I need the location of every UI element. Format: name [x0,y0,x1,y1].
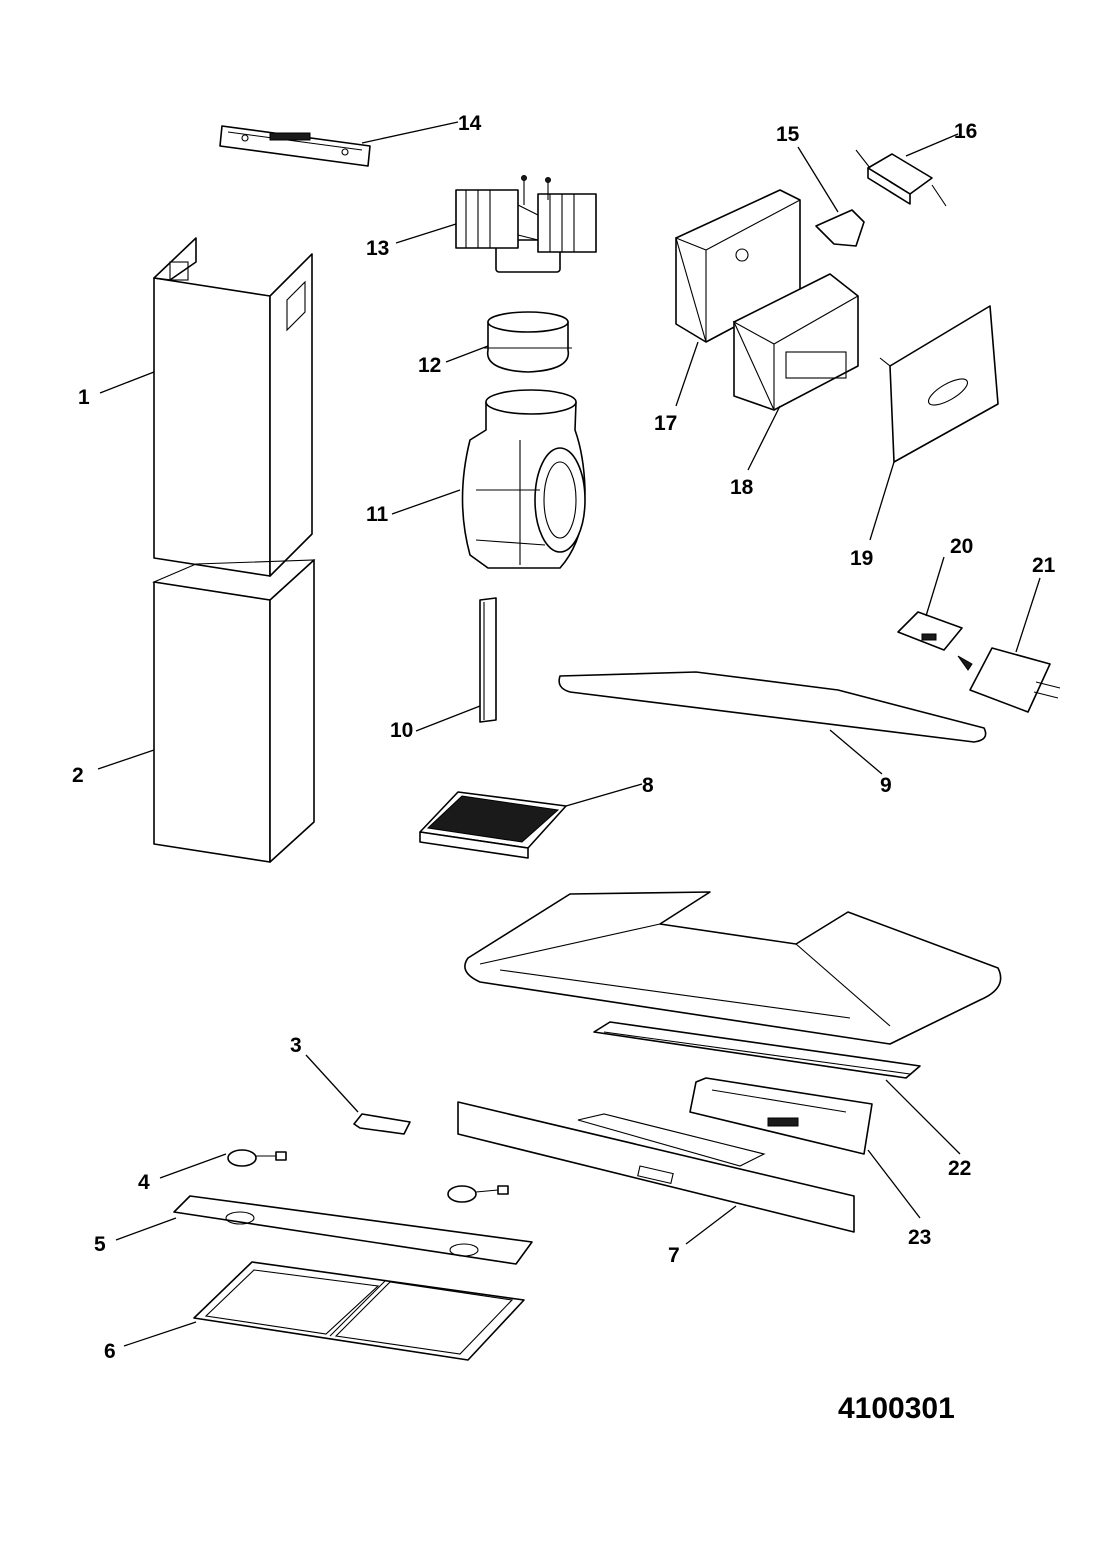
part-16-terminal-block [855,149,947,207]
callout-4: 4 [138,1171,150,1194]
part-1-upper-chimney [153,237,313,577]
part-2-lower-chimney [152,559,316,863]
part-12-duct-adapter [484,311,572,373]
part-7-front-panel [457,1101,855,1233]
part-11-blower-housing [461,389,586,569]
callout-22: 22 [948,1157,971,1180]
leader-lines [97,121,1041,1347]
callout-23: 23 [908,1226,931,1249]
callout-14: 14 [458,112,482,135]
callout-7: 7 [668,1244,680,1267]
hood-canopy [464,891,1002,1045]
callout-17: 17 [654,412,677,435]
part-10-support-bar [479,597,497,723]
callout-1: 1 [78,386,90,409]
callout-8: 8 [642,774,654,797]
callout-15: 15 [776,123,800,146]
part-9-side-bracket [558,671,987,743]
part-13-motor-assembly [455,175,597,273]
callout-5: 5 [94,1233,106,1256]
part-6-filter-frame [193,1261,525,1361]
part-15-clip [815,209,865,247]
part-14-mounting-bracket [219,125,371,167]
callout-16: 16 [954,120,977,143]
callout-18: 18 [730,476,754,499]
callout-12: 12 [418,354,441,377]
part-22-light-rail [593,1021,921,1079]
callout-11: 11 [366,503,389,526]
part-8-filter [419,791,567,859]
part-4-lamps [227,1149,509,1203]
part-23-control-pcb [689,1077,873,1155]
part-3-holder [353,1113,411,1135]
callout-13: 13 [366,237,389,260]
callout-3: 3 [290,1034,302,1057]
callout-6: 6 [104,1340,116,1363]
part-19-mounting-plate [879,305,999,463]
part-21-control-module [969,647,1061,713]
callout-2: 2 [72,764,84,787]
callout-20: 20 [950,535,973,558]
arrow-icon [957,655,973,671]
document-number: 4100301 [838,1392,955,1425]
callout-labels: 1 2 3 4 5 6 7 8 9 10 11 12 13 14 15 16 1… [72,112,1056,1363]
callout-9: 9 [880,774,892,797]
part-5-lamp-panel [173,1195,533,1265]
callout-19: 19 [850,547,873,570]
callout-10: 10 [390,719,413,742]
callout-21: 21 [1032,554,1056,577]
part-18-electronics-housing [732,273,859,411]
part-20-rating-label [897,611,963,651]
